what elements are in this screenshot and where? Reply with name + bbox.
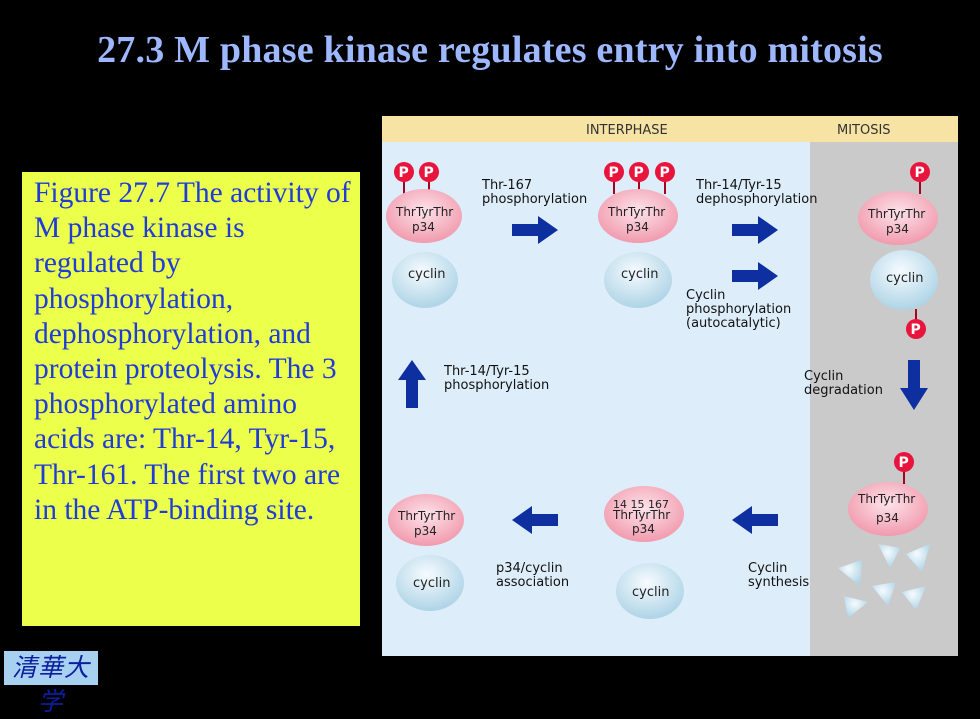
svg-text:P: P [424, 165, 434, 181]
step-thr167-label-1: Thr-167 [481, 178, 532, 193]
arrow-right-icon [732, 216, 778, 244]
step-cyclin-phos-label-1: Cyclin [686, 288, 725, 303]
complex-3-active: P ThrTyrThr p34 cyclin P [858, 162, 938, 339]
cyclin-subunit [392, 252, 458, 308]
step-degradation-label-1: Cyclin [804, 369, 843, 384]
svg-text:P: P [609, 165, 619, 181]
p34-label: p34 [876, 511, 899, 525]
svg-text:P: P [660, 165, 670, 181]
svg-text:P: P [911, 322, 921, 338]
svg-text:P: P [634, 165, 644, 181]
svg-text:P: P [899, 455, 909, 471]
phosphate-icon [629, 162, 649, 182]
phosphate-icon [910, 162, 930, 182]
p34-kinase [858, 191, 938, 245]
p34-label: p34 [626, 220, 649, 234]
phosphate-icon [604, 162, 624, 182]
residues-label: ThrTyrThr [397, 509, 455, 523]
complex-6-degraded: P ThrTyrThr p34 [838, 452, 930, 618]
interphase-label: INTERPHASE [586, 123, 668, 138]
mitosis-label: MITOSIS [837, 123, 891, 138]
residues-label: ThrTyrThr [395, 205, 453, 219]
svg-text:P: P [915, 165, 925, 181]
figure-caption: Figure 27.7 The activity of M phase kina… [22, 172, 360, 626]
cyclin-label: cyclin [632, 585, 669, 600]
step-phos-label-1: Thr-14/Tyr-15 [443, 364, 530, 379]
residues-label: ThrTyrThr [857, 492, 915, 506]
arrow-up-icon [398, 360, 426, 408]
step-phos-label-2: phosphorylation [444, 378, 549, 393]
arrow-left-icon [512, 506, 558, 534]
phosphate-icon [655, 162, 675, 182]
university-logo: 清華大学 [4, 651, 98, 716]
p34-kinase [848, 482, 928, 536]
cyclin-subunit [616, 563, 684, 619]
cyclin-subunit [870, 250, 938, 310]
cyclin-label: cyclin [886, 271, 923, 286]
p34-label: p34 [886, 222, 909, 236]
phosphate-icon [906, 319, 926, 339]
arrow-right-icon [732, 262, 778, 290]
complex-4: ThrTyrThr p34 cyclin [388, 494, 464, 611]
p34-kinase [598, 189, 678, 243]
step-association-label-2: association [496, 575, 569, 590]
cyclin-label: cyclin [413, 576, 450, 591]
step-synthesis-label-1: Cyclin [748, 561, 787, 576]
phosphate-icon [894, 452, 914, 472]
p34-kinase [604, 486, 684, 542]
residues-label: ThrTyrThr [607, 205, 665, 219]
residues-label: ThrTyrThr [612, 508, 670, 522]
cyclin-label: cyclin [408, 267, 445, 282]
p34-label: p34 [414, 524, 437, 538]
complex-5: 14 15 167 ThrTyrThr p34 cyclin [604, 486, 684, 619]
step-dephos-label-2: dephosphorylation [696, 192, 817, 207]
step-cyclin-phos-label-3: (autocatalytic) [686, 316, 781, 331]
step-association-label-1: p34/cyclin [496, 561, 563, 576]
p34-kinase [386, 189, 462, 243]
p34-label: p34 [632, 522, 655, 536]
cyclin-fragments [838, 544, 930, 618]
complex-2: P P P ThrTyrThr p34 cyclin [598, 162, 678, 308]
residue-numbers: 14 15 167 [613, 498, 669, 511]
phosphate-icon [394, 162, 414, 182]
step-synthesis-label-2: synthesis [748, 575, 809, 590]
step-thr167-label-2: phosphorylation [482, 192, 587, 207]
complex-1: P P ThrTyrThr p34 cyclin [386, 162, 462, 308]
cyclin-label: cyclin [621, 267, 658, 282]
cyclin-subunit [396, 555, 464, 611]
slide-title: 27.3 M phase kinase regulates entry into… [97, 29, 883, 71]
svg-text:P: P [399, 165, 409, 181]
phosphate-icon [419, 162, 439, 182]
p34-label: p34 [412, 220, 435, 234]
residues-label: ThrTyrThr [867, 207, 925, 221]
arrow-right-icon [512, 216, 558, 244]
arrow-down-icon [900, 360, 928, 410]
step-cyclin-phos-label-2: phosphorylation [686, 302, 791, 317]
p34-kinase [388, 494, 464, 546]
phase-header [382, 116, 958, 142]
step-dephos-label-1: Thr-14/Tyr-15 [695, 178, 782, 193]
step-degradation-label-2: degradation [804, 383, 883, 398]
arrow-left-icon [732, 506, 778, 534]
cyclin-subunit [604, 252, 672, 308]
cell-cycle-diagram: INTERPHASE MITOSIS P P ThrTyrThr p34 cyc… [382, 116, 958, 656]
